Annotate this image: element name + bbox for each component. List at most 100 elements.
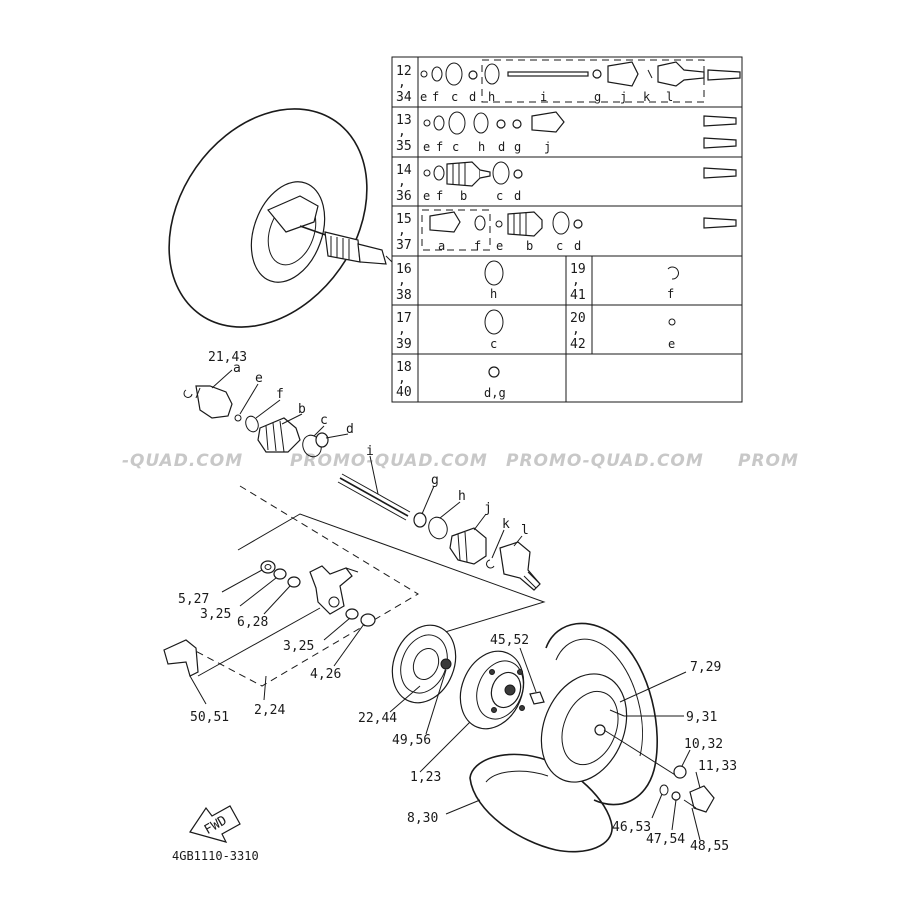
tire-8-30-back-inner — [555, 638, 643, 757]
part-l-joint — [499, 541, 541, 591]
guard-50-51 — [163, 639, 199, 677]
hub-stud — [519, 705, 525, 711]
part-l-joint — [657, 61, 705, 87]
part-b-boot — [507, 211, 543, 237]
upper-tire-outline — [168, 108, 368, 328]
hub-stud — [517, 669, 523, 675]
leader-f — [255, 399, 281, 419]
part-d-band — [315, 432, 329, 448]
bearing-3-25a — [273, 568, 287, 580]
part-d-band — [468, 70, 478, 80]
part-f-ring — [245, 415, 259, 433]
part-b-boot — [257, 417, 301, 453]
part-shaft-end-13b — [703, 137, 737, 149]
part-d-band — [513, 169, 523, 179]
tbl-13-g: g — [514, 140, 521, 154]
row-12-34-parts: e f c d h i g j k l — [420, 59, 741, 104]
part-f-ring — [474, 215, 486, 231]
tbl-18-dg: d,g — [484, 386, 506, 400]
leader-6-28 — [263, 585, 291, 615]
callout-j: j — [484, 501, 492, 516]
upper-rim — [250, 181, 326, 283]
leader-j — [473, 513, 487, 531]
seal-5-27 — [260, 560, 276, 574]
part-f-ring — [431, 66, 443, 82]
upper-cv-joint — [357, 243, 387, 265]
rim-7-29-face — [561, 690, 619, 766]
row-12-group-box — [481, 59, 705, 103]
callout-g: g — [431, 473, 439, 488]
leader-4-26 — [333, 623, 365, 667]
row-18-40-parts: d,g — [484, 366, 506, 400]
tbl-12-f: f — [432, 90, 439, 104]
tbl-15-c: c — [556, 239, 563, 253]
leader-c — [313, 425, 325, 437]
row-id-36: 36 — [396, 189, 412, 204]
leader-46-53 — [651, 793, 663, 819]
row-id-14: 14 — [396, 163, 412, 178]
upper-boot-ribs — [330, 236, 350, 260]
nut-47-54 — [671, 791, 681, 801]
callout-6-28: 6,28 — [237, 615, 268, 630]
rim-7-29 — [540, 673, 628, 783]
brake-disc-22-44 — [391, 624, 457, 704]
row-comma: , — [572, 273, 580, 288]
tbl-12-k: k — [643, 90, 651, 104]
part-shaft-end-14 — [703, 167, 737, 179]
watermark-1: -QUAD.COM — [122, 451, 243, 471]
leader-50-51-link — [197, 607, 321, 677]
row-id-41: 41 — [570, 288, 586, 303]
tbl-12-e: e — [420, 90, 427, 104]
part-h-band — [428, 516, 448, 540]
diagram-code: 4GB1110-3310 — [172, 849, 259, 863]
part-b-neck — [479, 169, 491, 179]
part-c-band — [552, 211, 570, 235]
part-j-boot — [607, 61, 639, 87]
row-15-37-parts: a f e b c d — [421, 209, 737, 253]
row-15-group-box — [421, 209, 491, 251]
upper-knuckle — [267, 195, 319, 233]
leader-47-54 — [671, 799, 677, 831]
leader-49-56 — [425, 669, 447, 735]
part-b-boot — [446, 161, 481, 187]
part-h-band — [473, 112, 489, 134]
part-k-clip — [486, 559, 495, 569]
part-e-clip — [423, 169, 431, 177]
callout-22-44: 22,44 — [358, 711, 397, 726]
callout-3-25b: 3,25 — [283, 639, 314, 654]
row-id-16: 16 — [396, 262, 412, 277]
leader-b — [281, 413, 303, 425]
table-frame — [391, 56, 743, 403]
valve-9-31 — [609, 709, 625, 717]
callout-5-27: 5,27 — [178, 592, 209, 607]
callout-f: f — [276, 387, 284, 402]
watermark-2: PROMO-QUAD.COM — [290, 451, 488, 471]
watermark-3: PROMO-QUAD.COM — [506, 451, 704, 471]
brake-disc-center — [412, 647, 440, 681]
callout-48-55: 48,55 — [690, 839, 729, 854]
knuckle-bore — [328, 596, 340, 608]
tire-8-30-front — [469, 753, 613, 853]
row-13-35-parts: e f c h d g j — [423, 111, 737, 154]
tbl-14-d: d — [514, 189, 521, 203]
leader-i — [369, 455, 379, 495]
fwd-arrow: FWD — [189, 805, 241, 843]
knuckle-assembly — [163, 485, 546, 705]
row-id-34: 34 — [396, 90, 412, 105]
leader-a — [211, 369, 233, 389]
pin-48-55 — [683, 799, 697, 809]
row-14-36-parts: e f b c d — [423, 161, 737, 203]
axle-line — [603, 729, 681, 779]
callout-b: b — [298, 402, 306, 417]
knuckle-solid-outline — [237, 513, 546, 637]
row-comma: , — [398, 223, 406, 238]
row-17-39-parts: c e — [484, 309, 676, 351]
tbl-12-g: g — [594, 90, 601, 104]
part-i-shaft — [339, 477, 409, 517]
row-id-35: 35 — [396, 139, 412, 154]
callout-11-33: 11,33 — [698, 759, 737, 774]
leader-h — [439, 501, 461, 519]
row-id-13: 13 — [396, 113, 412, 128]
leader-l — [513, 535, 523, 547]
